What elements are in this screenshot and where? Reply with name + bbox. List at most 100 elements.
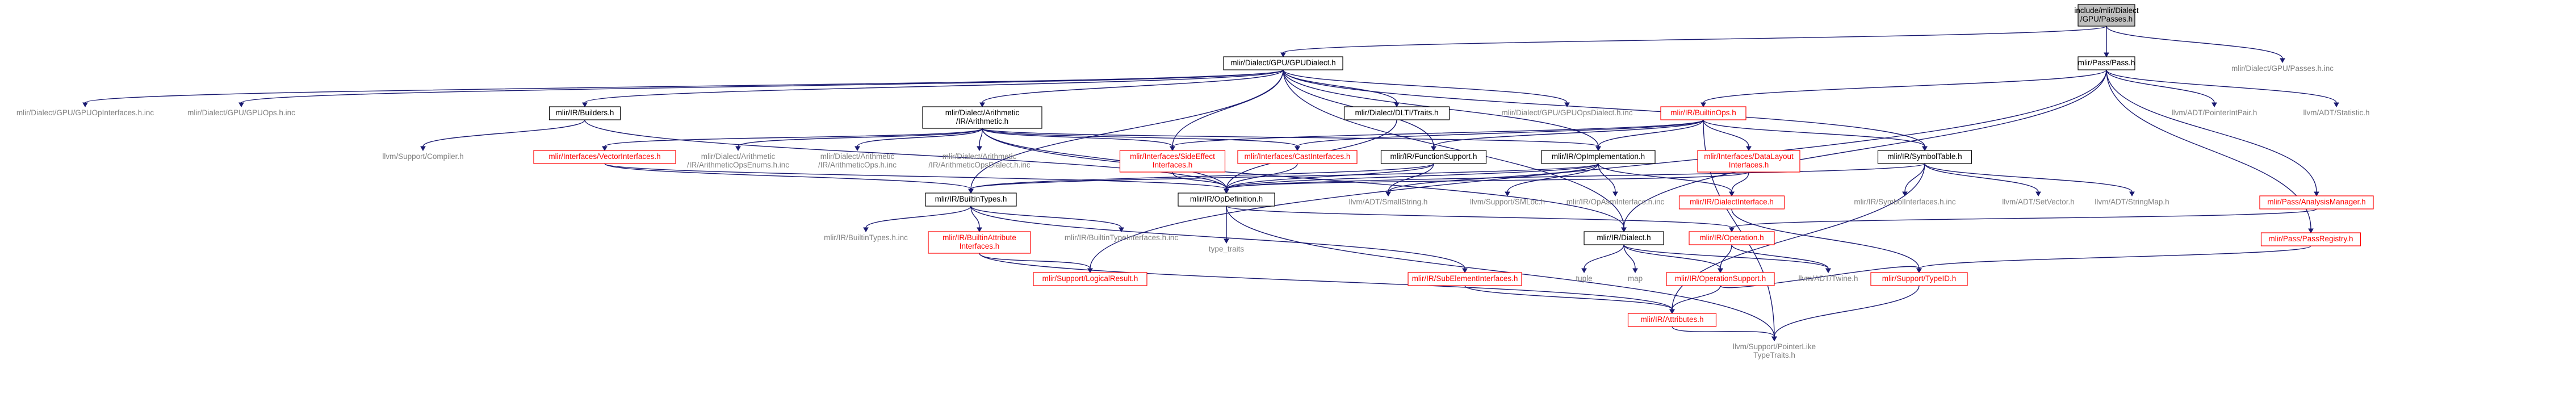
node-opsupport[interactable]: mlir/IR/OperationSupport.h <box>1666 272 1775 286</box>
node-label: mlir/IR/FunctionSupport.h <box>1390 152 1477 161</box>
edge-dialect-to-tuple <box>1584 244 1624 269</box>
node-box <box>1697 150 1800 173</box>
node-compiler: llvm/Support/Compiler.h <box>382 152 463 161</box>
edge-arrowhead <box>2129 191 2135 197</box>
edge-arrowhead <box>863 227 869 233</box>
node-dialectinterface[interactable]: mlir/IR/DialectInterface.h <box>1678 195 1785 210</box>
node-label: mlir/Pass/Pass.h <box>2078 58 2135 67</box>
edge-opimpl-to-opasminterface <box>1598 163 1616 192</box>
node-label: mlir/IR/BuiltinOps.h <box>1670 108 1736 117</box>
edge-arrowhead <box>1087 268 1093 274</box>
edge-passpass-to-pointerintpair <box>2106 69 2215 103</box>
node-vectorinterfaces[interactable]: mlir/Interfaces/VectorInterfaces.h <box>533 150 676 164</box>
node-label: mlir/IR/Builders.h <box>556 108 614 117</box>
node-symboltable[interactable]: mlir/IR/SymbolTable.h <box>1877 150 1972 164</box>
edge-passpass-to-builtinops <box>1703 69 2107 103</box>
node-label: llvm/ADT/SmallString.h <box>1349 198 1428 206</box>
edge-arrowhead <box>1621 227 1627 233</box>
node-gpuopinterfaces: mlir/Dialect/GPU/GPUOpInterfaces.h.inc <box>16 108 154 117</box>
node-label: mlir/IR/OpAsmInterface.h.inc <box>1566 198 1665 206</box>
node-logicalresult[interactable]: mlir/Support/LogicalResult.h <box>1033 272 1147 286</box>
node-passpass[interactable]: mlir/Pass/Pass.h <box>2077 56 2135 70</box>
node-dialect[interactable]: mlir/IR/Dialect.h <box>1584 231 1664 245</box>
edge-dialect-to-map <box>1623 244 1636 269</box>
edge-symboltable-to-opdefinition <box>1226 163 1925 190</box>
node-gpupassesinc: mlir/Dialect/GPU/Passes.h.inc <box>2231 64 2334 73</box>
node-box <box>1678 195 1785 210</box>
edge-opdefinition-to-operation <box>1226 206 1732 228</box>
edge-arrowhead <box>602 146 608 152</box>
node-analysismanager[interactable]: mlir/Pass/AnalysisManager.h <box>2259 195 2374 210</box>
node-box <box>1877 150 1972 164</box>
node-box <box>928 231 1031 254</box>
edge-builtintypes-to-subelement <box>970 206 1465 269</box>
edge-typeid-to-pointerliketypetraits <box>1774 285 1920 337</box>
node-label: llvm/ADT/PointerIntPair.h <box>2172 108 2257 117</box>
node-label: mlir/Dialect/GPU/GPUOps.h.inc <box>187 108 295 117</box>
edge-builtinops-to-opimpl <box>1598 119 1704 147</box>
node-label: mlir/Dialect/GPU/GPUDialect.h <box>1230 58 1335 67</box>
node-box <box>2260 232 2361 246</box>
edge-arrowhead <box>979 102 985 108</box>
node-label: mlir/Interfaces/SideEffect <box>1130 152 1215 161</box>
node-label: mlir/IR/OperationSupport.h <box>1675 274 1766 283</box>
node-gpudialect[interactable]: mlir/Dialect/GPU/GPUDialect.h <box>1223 56 1343 70</box>
node-symbolinterfaces: mlir/IR/SymbolInterfaces.h.inc <box>1854 198 1956 206</box>
edge-builtinops-to-symboltable <box>1703 119 1925 147</box>
edge-passpass-to-analysismanager <box>2106 69 2317 192</box>
edge-arrowhead <box>1595 146 1601 152</box>
node-twine: llvm/ADT/Twine.h <box>1798 274 1858 283</box>
edge-passregistry-to-typeid <box>1919 245 2311 269</box>
node-opimpl[interactable]: mlir/IR/OpImplementation.h <box>1541 150 1656 164</box>
node-subelement[interactable]: mlir/IR/SubElementInterfaces.h <box>1408 272 1522 286</box>
node-box <box>1660 106 1746 120</box>
node-label: mlir/Dialect/GPU/GPUOpInterfaces.h.inc <box>16 108 154 117</box>
node-arith[interactable]: mlir/Dialect/Arithmetic/IR/Arithmetic.h <box>922 106 1042 129</box>
node-box <box>922 106 1042 129</box>
node-label: include/mlir/Dialect <box>2074 6 2139 15</box>
node-box <box>1343 106 1450 120</box>
edge-arrowhead <box>2035 191 2041 197</box>
node-passregistry[interactable]: mlir/Pass/PassRegistry.h <box>2260 232 2361 246</box>
node-statistic: llvm/ADT/Statistic.h <box>2303 108 2369 117</box>
node-stringmap: llvm/ADT/StringMap.h <box>2095 198 2169 206</box>
node-dlti[interactable]: mlir/Dialect/DLTI/Traits.h <box>1343 106 1450 120</box>
edge-arrowhead <box>1394 102 1400 108</box>
node-typeid[interactable]: mlir/Support/TypeID.h <box>1870 272 1968 286</box>
node-box <box>1237 150 1358 164</box>
node-functionsupport[interactable]: mlir/IR/FunctionSupport.h <box>1380 150 1487 164</box>
node-operation[interactable]: mlir/IR/Operation.h <box>1689 231 1775 245</box>
edge-symboltable-to-stringmap <box>1924 163 2133 192</box>
node-label: mlir/Support/TypeID.h <box>1882 274 1957 283</box>
node-gpuops: mlir/Dialect/GPU/GPUOps.h.inc <box>187 108 295 117</box>
node-box <box>1584 231 1664 245</box>
node-box <box>1178 192 1275 207</box>
edge-arrowhead <box>977 227 982 233</box>
edge-arrowhead <box>238 102 244 108</box>
node-label: mlir/IR/BuiltinAttribute <box>943 233 1016 242</box>
node-label: /IR/ArithmeticOpsDialect.h.inc <box>928 161 1031 169</box>
edge-arrowhead <box>1916 268 1922 274</box>
edge-gpudialect-to-gpuops <box>241 69 1284 103</box>
node-castinterfaces[interactable]: mlir/Interfaces/CastInterfaces.h <box>1237 150 1358 164</box>
edge-arrowhead <box>1505 191 1510 197</box>
node-label: mlir/Dialect/Arithmetic <box>820 152 895 161</box>
edge-arrowhead <box>1669 309 1675 315</box>
node-label: /IR/Arithmetic.h <box>956 117 1008 125</box>
node-label: type_traits <box>1209 245 1245 253</box>
node-builtinops[interactable]: mlir/IR/BuiltinOps.h <box>1660 106 1746 120</box>
edge-arrowhead <box>1564 102 1570 108</box>
node-arithenums: mlir/Dialect/Arithmetic/IR/ArithmeticOps… <box>687 152 789 169</box>
node-attributes[interactable]: mlir/IR/Attributes.h <box>1627 313 1717 327</box>
node-label: mlir/IR/DialectInterface.h <box>1690 198 1774 206</box>
node-root[interactable]: include/mlir/Dialect/GPU/Passes.h <box>2074 4 2139 27</box>
node-opdefinition[interactable]: mlir/IR/OpDefinition.h <box>1178 192 1275 207</box>
edge-functionsupport-to-builtintypes <box>970 163 1434 190</box>
node-builders[interactable]: mlir/IR/Builders.h <box>548 106 621 120</box>
edge-passpass-to-dialect <box>1623 69 2107 228</box>
node-builtintypes[interactable]: mlir/IR/BuiltinTypes.h <box>925 192 1017 207</box>
